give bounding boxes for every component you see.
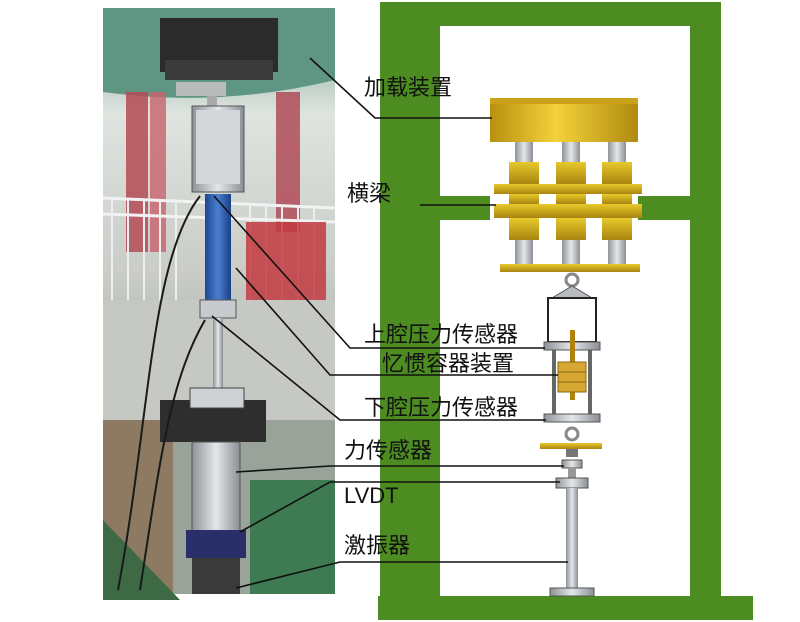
inerter-device-shape <box>543 297 601 423</box>
label-force-sensor: 力传感器 <box>344 439 433 464</box>
label-inerter-device: 忆惯容器装置 <box>382 352 515 377</box>
loading-device-shape <box>490 98 638 142</box>
exciter-shape <box>549 477 595 597</box>
label-lower-sensor: 下腔压力传感器 <box>364 396 519 421</box>
label-exciter: 激振器 <box>344 534 411 559</box>
force-sensor-shape <box>561 459 583 478</box>
schematic <box>378 2 753 620</box>
label-loading-device: 加载装置 <box>364 76 453 101</box>
crossbeam-shape <box>494 142 642 272</box>
label-upper-sensor: 上腔压力传感器 <box>364 323 519 348</box>
label-lvdt: LVDT <box>344 483 399 508</box>
leader-lines <box>211 57 568 589</box>
label-crossbeam: 横梁 <box>347 182 392 207</box>
reaction-frame <box>378 2 753 620</box>
test-rig-photo <box>102 8 336 600</box>
